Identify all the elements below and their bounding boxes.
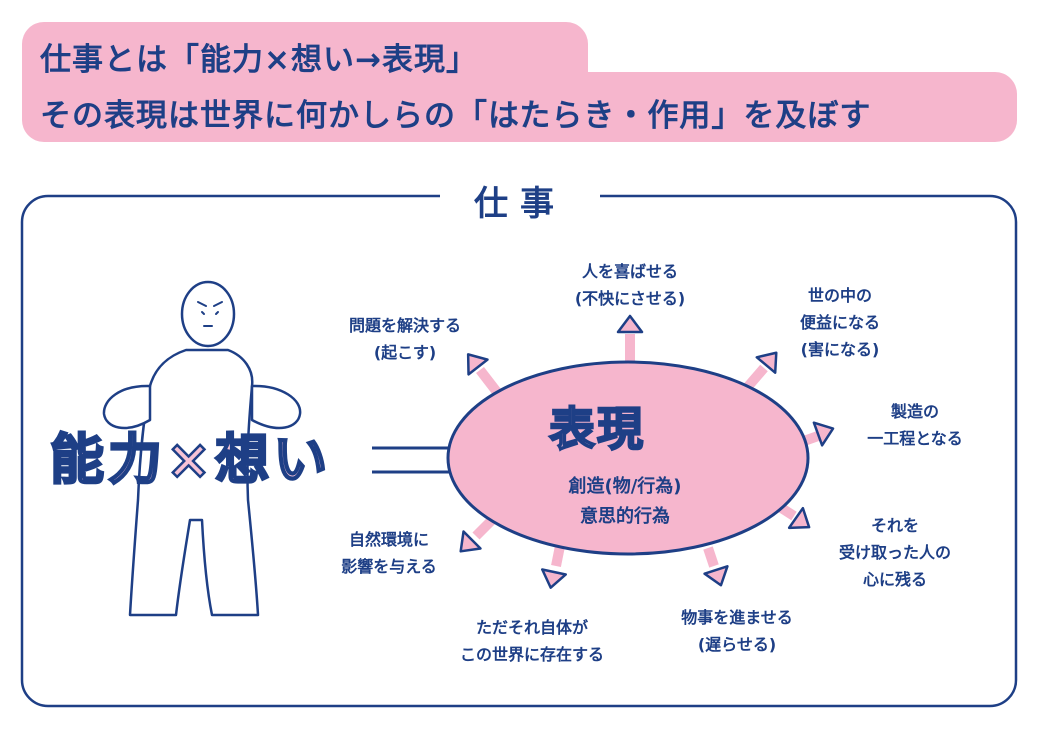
effect-top-right-line-3: (害になる) — [800, 340, 880, 359]
effect-bottom-center: ただそれ自体が この世界に存在する — [432, 614, 632, 668]
person-left-arm — [102, 384, 152, 430]
effect-right-line-1: 製造の — [890, 402, 939, 421]
person-right-arm — [250, 384, 302, 430]
arrow-bottom — [703, 546, 734, 591]
effect-bottom-line-1: 物事を進ませる — [681, 608, 793, 627]
header-banner-bottom — [22, 72, 1017, 142]
expression-ellipse — [446, 360, 810, 556]
effect-bottom-line-2: (遅らせる) — [697, 635, 777, 654]
effect-bottom-left-line-1: 自然環境に — [348, 530, 429, 549]
effect-top-right: 世の中の 便益になる (害になる) — [770, 282, 910, 363]
effect-right-line-2: 一工程となる — [867, 429, 963, 448]
header-line-1: 仕事とは「能力×想い→表現」 — [40, 42, 478, 78]
effect-top-left-line-2: (起こす) — [373, 343, 437, 362]
effect-bottom-center-line-1: ただそれ自体が — [475, 618, 588, 637]
arrow-top — [616, 314, 644, 362]
effect-bottom-right-line-1: それを — [870, 516, 919, 535]
effect-bottom-left: 自然環境に 影響を与える — [314, 526, 464, 580]
effect-top-line-2: (不快にさせる) — [574, 289, 686, 308]
ability-passion-label: 能力×想い — [49, 427, 332, 493]
effect-top-left: 問題を解決する (起こす) — [320, 312, 490, 366]
effect-bottom-right-line-3: 心に残る — [862, 570, 927, 589]
effect-bottom-right-line-2: 受け取った人の — [838, 543, 951, 562]
center-line-2: 意思的行為 — [580, 506, 670, 527]
person-head — [180, 280, 236, 348]
effect-bottom: 物事を進ませる (遅らせる) — [662, 604, 812, 658]
effect-top-right-line-2: 便益になる — [799, 313, 880, 332]
effect-top: 人を喜ばせる (不快にさせる) — [545, 258, 715, 312]
effect-bottom-center-line-2: この世界に存在する — [459, 645, 604, 664]
effect-top-left-line-1: 問題を解決する — [348, 316, 461, 335]
arrow-bottom-center — [537, 545, 567, 592]
person-figure — [102, 280, 302, 617]
frame-title: 仕事 — [440, 176, 600, 225]
effect-bottom-left-line-2: 影響を与える — [341, 557, 437, 576]
effect-right: 製造の 一工程となる — [840, 398, 990, 452]
header-line-2: その表現は世界に何かしらの「はたらき・作用」を及ぼす — [40, 98, 872, 134]
effect-bottom-right: それを 受け取った人の 心に残る — [820, 512, 970, 593]
arrow-bottom-left — [450, 516, 496, 562]
center-title: 表現 — [548, 401, 645, 457]
center-line-1: 創造(物/行為) — [568, 476, 682, 497]
effect-top-right-line-1: 世の中の — [807, 286, 872, 305]
center-subtitle: 創造(物/行為) 意思的行為 — [520, 472, 730, 532]
effect-top-line-1: 人を喜ばせる — [581, 262, 678, 281]
